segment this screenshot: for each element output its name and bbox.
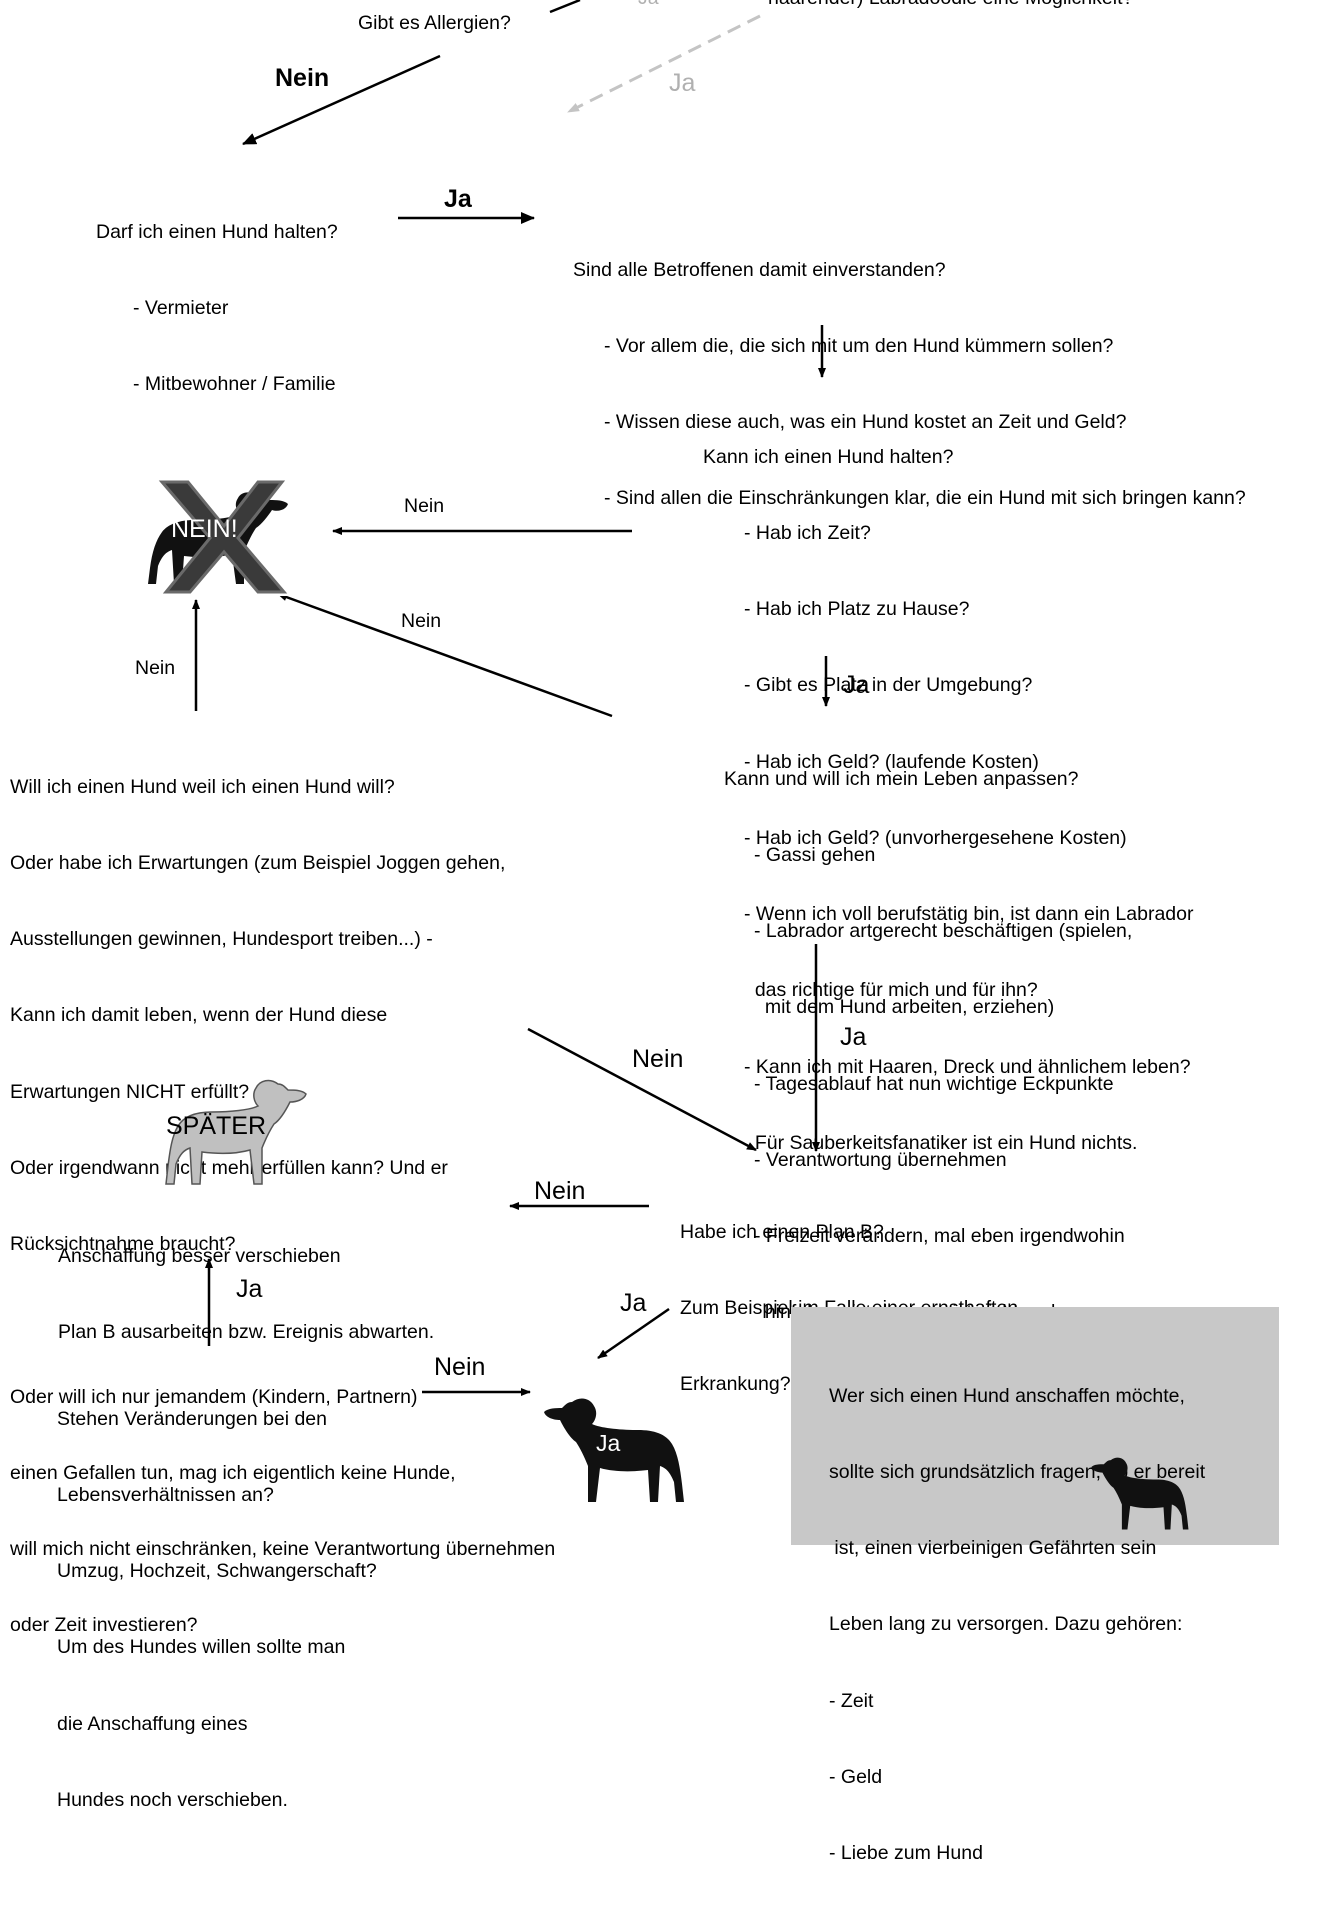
info-box-line: ist, einen vierbeinigen Gefährten sein [829,1537,1157,1560]
node-kann: Kann ich einen Hund halten? - Hab ich Ze… [703,394,1193,1182]
node-einverstanden: Sind alle Betroffenen damit einverstande… [573,207,1246,537]
rejected-dog-icon [144,472,296,596]
node-kann-item: Für Sauberkeitsfanatiker ist ein Hund ni… [744,1131,1138,1154]
node-warum-line: Will ich einen Hund weil ich einen Hund … [10,775,395,798]
label-warum-nein-up: Nein [135,657,176,679]
info-box-line: sollte sich grundsätzlich fragen, ob er … [829,1461,1206,1484]
node-darf-item: - Mitbewohner / Familie [133,373,336,396]
label-veraend-nein: Nein [434,1353,486,1381]
arrow-allergy-ja [567,14,761,114]
node-einverstanden-item: - Wissen diese auch, was ein Hund kostet… [604,411,1127,434]
node-leben-item: - Verantwortung übernehmen [754,1148,1007,1171]
info-box-line: - Geld [829,1765,883,1788]
cut-fragment-text: haarender) Labradoodle eine Möglichkeit? [768,0,1133,9]
later-dog-label: SPÄTER [166,1112,267,1140]
node-warum-line: Oder habe ich Erwartungen (zum Beispiel … [10,852,506,875]
later-dog-icon [165,1079,307,1185]
node-kann-item: - Wenn ich voll berufstätig bin, ist dan… [744,903,1194,926]
node-einverstanden-item: - Vor allem die, die sich mit um den Hun… [604,335,1114,358]
label-planb-nein: Nein [534,1177,586,1205]
allergy-question: Gibt es Allergien? [358,12,511,34]
label-warum-nein-planb: Nein [632,1045,684,1073]
label-allergy-ja: Ja [669,69,696,97]
info-box-line: - Liebe zum Hund [829,1842,983,1865]
node-kann-item: - Hab ich Geld? (unvorhergesehene Kosten… [744,826,1127,849]
arrow-allergy-nein [242,54,441,146]
node-leben-item: - Gassi gehen [754,844,876,867]
label-veraend-ja: Ja [236,1275,263,1303]
node-einverstanden-item: - Sind allen die Einschränkungen klar, d… [604,487,1246,510]
node-kann-item: - Hab ich Geld? (laufende Kosten) [744,750,1039,773]
node-leben-item: mit dem Hund arbeiten, erziehen) [754,996,1055,1019]
node-veraenderungen-line: Stehen Veränderungen bei den [57,1407,327,1430]
node-darf: Darf ich einen Hund halten? - Vermieter … [96,169,338,423]
node-leben-item: - Labrador artgerecht beschäftigen (spie… [754,920,1133,943]
node-darf-title: Darf ich einen Hund halten? [96,220,338,243]
node-kann-item: - Hab ich Zeit? [744,522,871,545]
cut-fragment-ja: Ja [638,0,659,9]
node-leben-item: - Freizeit verändern, mal eben irgendwoh… [754,1225,1125,1248]
label-planb-ja: Ja [620,1289,647,1317]
info-box-line: Wer sich einen Hund anschaffen möchte, [829,1384,1185,1407]
node-warum-line: Rücksichtnahme braucht? [10,1233,236,1256]
node-warum-line: Oder will ich nur jemandem (Kindern, Par… [10,1385,418,1408]
node-verschieben-line: Anschaffung besser verschieben [58,1244,341,1267]
info-box-line: - Zeit [829,1689,874,1712]
node-veraenderungen-line: Um des Hundes willen sollte man [57,1636,346,1659]
node-kann-item: - Gibt es Platz in der Umgebung? [744,674,1033,697]
node-verschieben-line: Plan B ausarbeiten bzw. Ereignis abwarte… [58,1321,435,1344]
node-leben-title: Kann und will ich mein Leben anpassen? [724,767,1079,790]
node-kann-title: Kann ich einen Hund halten? [703,445,954,468]
node-kann-item: das richtige für mich und für ihn? [744,979,1038,1002]
node-veraenderungen: Stehen Veränderungen bei den Lebensverhä… [57,1356,377,1839]
node-warum-line: Ausstellungen gewinnen, Hundesport treib… [10,928,433,951]
arrow-planb-ja [597,1307,670,1360]
info-box: Wer sich einen Hund anschaffen möchte, s… [791,1307,1279,1864]
node-verschieben: Anschaffung besser verschieben Plan B au… [58,1193,434,1371]
node-planb-line: Erkrankung? [680,1373,791,1396]
node-einverstanden-title: Sind alle Betroffenen damit einverstande… [573,258,946,281]
node-warum-line: Kann ich damit leben, wenn der Hund dies… [10,1004,388,1027]
arrow-warum-nein-diag [277,592,613,718]
node-planb-line: Habe ich einen Plan B? [680,1220,884,1243]
info-dog-icon [1091,1457,1189,1530]
node-veraenderungen-line: Lebensverhältnissen an? [57,1484,274,1507]
label-warum-nein-diag: Nein [401,610,442,632]
label-darf-ja: Ja [444,185,472,213]
node-veraenderungen-line: die Anschaffung eines [57,1712,248,1735]
node-kann-item: - Hab ich Platz zu Hause? [744,598,970,621]
node-kann-item: - Kann ich mit Haaren, Dreck und ähnlich… [744,1055,1191,1078]
node-veraenderungen-line: Umzug, Hochzeit, Schwangerschaft? [57,1560,377,1583]
flowchart-arrows [192,0,830,1396]
node-veraenderungen-line: Hundes noch verschieben. [57,1788,288,1811]
node-leben-item: - Tagesablauf hat nun wichtige Eckpunkte [754,1072,1114,1095]
label-allergy-nein: Nein [275,64,330,92]
approved-dog-label: Ja [596,1430,621,1456]
arrow-top-cut [549,0,581,14]
approved-dog-icon [544,1398,684,1502]
node-warum-line: einen Gefallen tun, mag ich eigentlich k… [10,1461,456,1484]
node-darf-item: - Vermieter [133,297,229,320]
info-box-text: Wer sich einen Hund anschaffen möchte, s… [829,1333,1205,1917]
label-leben-ja: Ja [840,1023,867,1051]
rejected-dog-label: NEIN! [171,515,238,543]
label-kann-nein: Nein [404,495,445,517]
arrow-warum-nein-planb [527,1027,757,1152]
info-box-line: Leben lang zu versorgen. Dazu gehören: [829,1613,1183,1636]
label-kann-ja: Ja [843,671,870,699]
node-warum-line: Erwartungen NICHT erfüllt? [10,1080,250,1103]
